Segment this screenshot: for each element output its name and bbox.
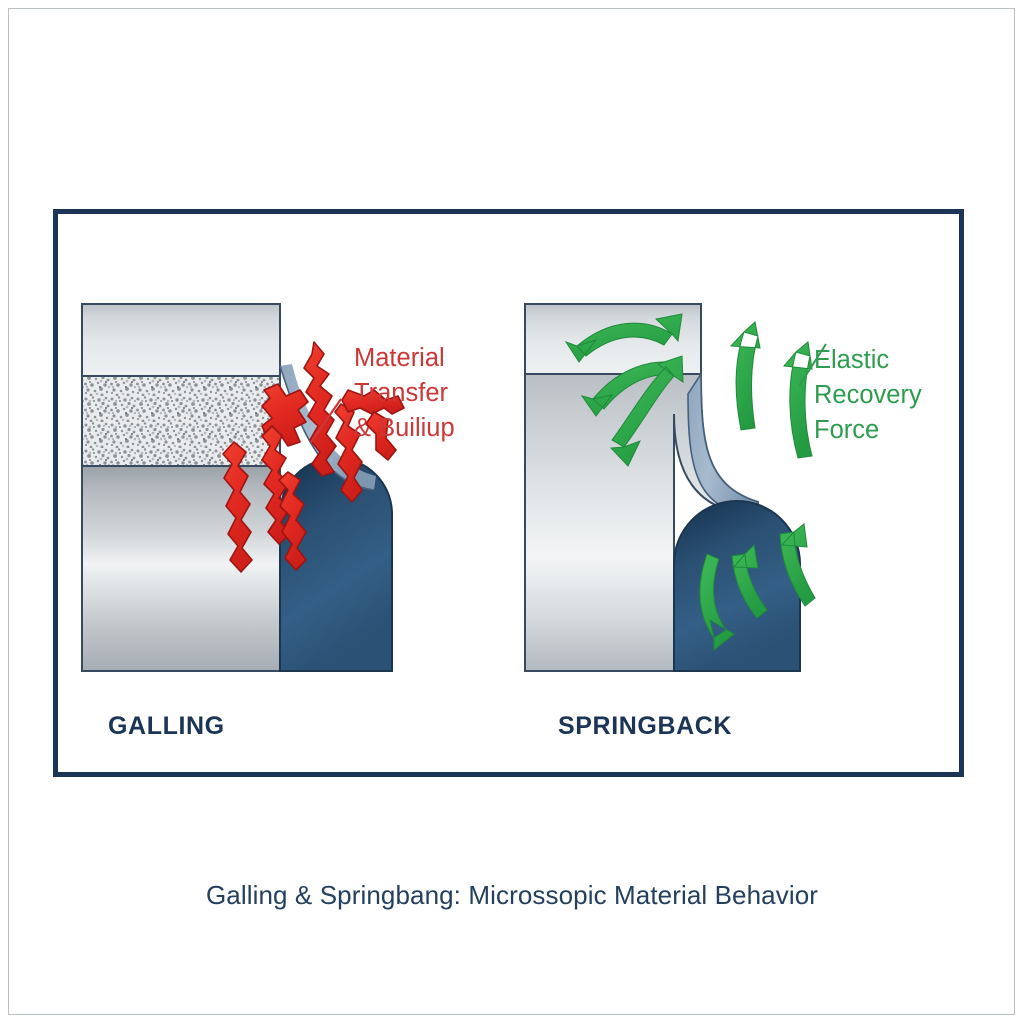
springback-annotation-line-3: Force (814, 416, 879, 444)
figure-caption: Galling & Springbang: Microssopic Materi… (205, 880, 819, 910)
springback-illustration: Elastic Recovery Force SPRINGBACK (524, 303, 922, 740)
springback-recovery-arrows (729, 321, 813, 459)
arrow-recovery-left (729, 321, 761, 431)
arrow-sheet-lower (609, 355, 684, 467)
galling-annotation-line-1: Material (354, 344, 445, 372)
panel-label-galling: GALLING (108, 712, 225, 740)
arrow-punch-left (699, 553, 735, 652)
galling-annotation-leader (310, 398, 342, 443)
panel-label-springback: SPRINGBACK (558, 712, 732, 740)
springback-annotation-line-1: Elastic (814, 346, 889, 374)
springback-punch-arrows (699, 523, 816, 652)
diagram-canvas: Material Transfer & Builiup GALLING (81, 303, 922, 740)
springback-sheet-arrows (564, 313, 684, 467)
springback-annotation-leader (798, 343, 827, 387)
galling-lower-metal-block (81, 465, 281, 672)
arrow-sheet-upper (564, 313, 683, 363)
springback-punch-nose (673, 500, 801, 672)
galling-annotation-line-3: & Builiup (354, 414, 455, 442)
galling-upper-die-block (81, 303, 281, 377)
galling-abrasive-band (81, 375, 281, 467)
galling-annotation-line-2: Transfer (354, 379, 449, 407)
arrow-punch-middle (731, 543, 768, 619)
springback-annotation-line-2: Recovery (814, 381, 922, 409)
galling-illustration: Material Transfer & Builiup GALLING (81, 303, 455, 740)
galling-material-transfer-streaks (222, 341, 405, 573)
arrow-recovery-right (783, 341, 813, 459)
arrow-punch-right (779, 523, 816, 607)
diagram-frame: Material Transfer & Builiup GALLING (53, 209, 964, 777)
